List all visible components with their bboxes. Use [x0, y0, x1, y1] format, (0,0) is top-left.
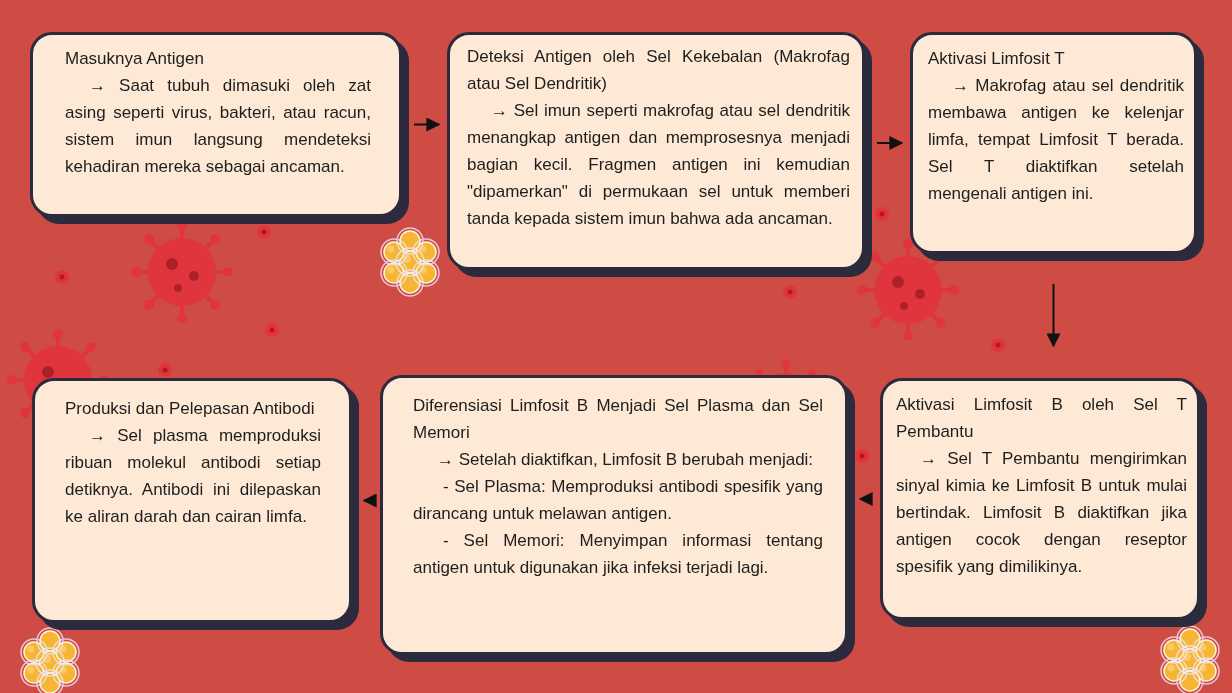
- step-heading: Deteksi Antigen oleh Sel Kekebalan (Makr…: [467, 43, 850, 97]
- flow-arrow: [860, 498, 872, 500]
- flow-arrow: [414, 124, 439, 126]
- step-heading: Masuknya Antigen: [65, 45, 371, 72]
- step-body: → Sel plasma memproduksi ribuan molekul …: [65, 422, 321, 530]
- process-box: Aktivasi Limfosit T→ Makrofag atau sel d…: [910, 32, 1197, 254]
- step-body: - Sel Plasma: Memproduksi antibodi spesi…: [413, 473, 823, 527]
- flow-arrow: [364, 500, 372, 502]
- step-body: - Sel Memori: Menyimpan informasi tentan…: [413, 527, 823, 581]
- step-body: → Makrofag atau sel dendritik membawa an…: [928, 72, 1184, 207]
- step-body: → Setelah diaktifkan, Limfosit B berubah…: [413, 446, 823, 473]
- step-heading: Diferensiasi Limfosit B Menjadi Sel Plas…: [413, 392, 823, 446]
- process-box: Masuknya Antigen→ Saat tubuh dimasuki ol…: [30, 32, 402, 217]
- process-box: Aktivasi Limfosit B oleh Sel T Pembantu→…: [880, 378, 1200, 620]
- step-heading: Produksi dan Pelepasan Antibodi: [65, 395, 321, 422]
- step-body: → Sel imun seperti makrofag atau sel den…: [467, 97, 850, 232]
- process-box: Deteksi Antigen oleh Sel Kekebalan (Makr…: [447, 32, 865, 270]
- flow-arrow: [877, 142, 902, 144]
- step-body: → Saat tubuh dimasuki oleh zat asing sep…: [65, 72, 371, 180]
- flow-arrow: [1053, 284, 1055, 346]
- process-box: Produksi dan Pelepasan Antibodi→ Sel pla…: [32, 378, 352, 623]
- process-box: Diferensiasi Limfosit B Menjadi Sel Plas…: [380, 375, 848, 655]
- step-body: → Sel T Pembantu mengirimkan sinyal kimi…: [896, 445, 1187, 580]
- cell-cluster: [21, 228, 1219, 693]
- step-heading: Aktivasi Limfosit T: [928, 45, 1184, 72]
- step-heading: Aktivasi Limfosit B oleh Sel T Pembantu: [896, 391, 1187, 445]
